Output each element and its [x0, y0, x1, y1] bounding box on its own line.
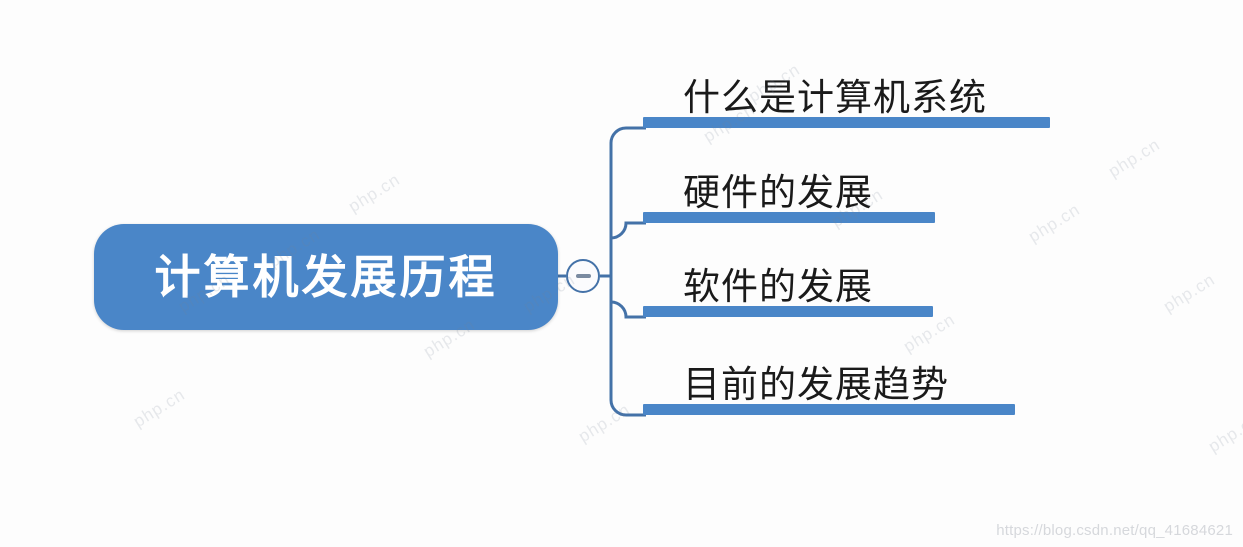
connector-branch-2	[610, 221, 646, 240]
connector-branch-1	[609, 126, 646, 144]
branch-node-3-label: 软件的发展	[683, 266, 873, 307]
branch-node-1-label: 什么是计算机系统	[683, 77, 987, 118]
branch-node-3[interactable]: 软件的发展	[643, 247, 933, 317]
branch-node-3-bar	[643, 306, 933, 317]
root-node[interactable]: 计算机发展历程	[94, 224, 558, 330]
collapse-toggle-button[interactable]	[566, 259, 600, 293]
branch-node-1-bar	[643, 117, 1050, 128]
branch-node-2-bar	[643, 212, 935, 223]
root-node-label: 计算机发展历程	[154, 251, 498, 303]
connector-branch-3	[610, 300, 646, 319]
branch-node-2[interactable]: 硬件的发展	[643, 153, 935, 223]
branch-node-1[interactable]: 什么是计算机系统	[643, 58, 1050, 128]
branch-node-4[interactable]: 目前的发展趋势	[643, 345, 1015, 415]
branch-node-4-label: 目前的发展趋势	[683, 364, 949, 405]
branch-node-4-bar	[643, 404, 1015, 415]
connector-branch-4	[609, 399, 646, 417]
branch-node-2-label: 硬件的发展	[683, 172, 873, 213]
footer-watermark: https://blog.csdn.net/qq_41684621	[996, 522, 1233, 539]
minus-icon	[575, 274, 591, 278]
